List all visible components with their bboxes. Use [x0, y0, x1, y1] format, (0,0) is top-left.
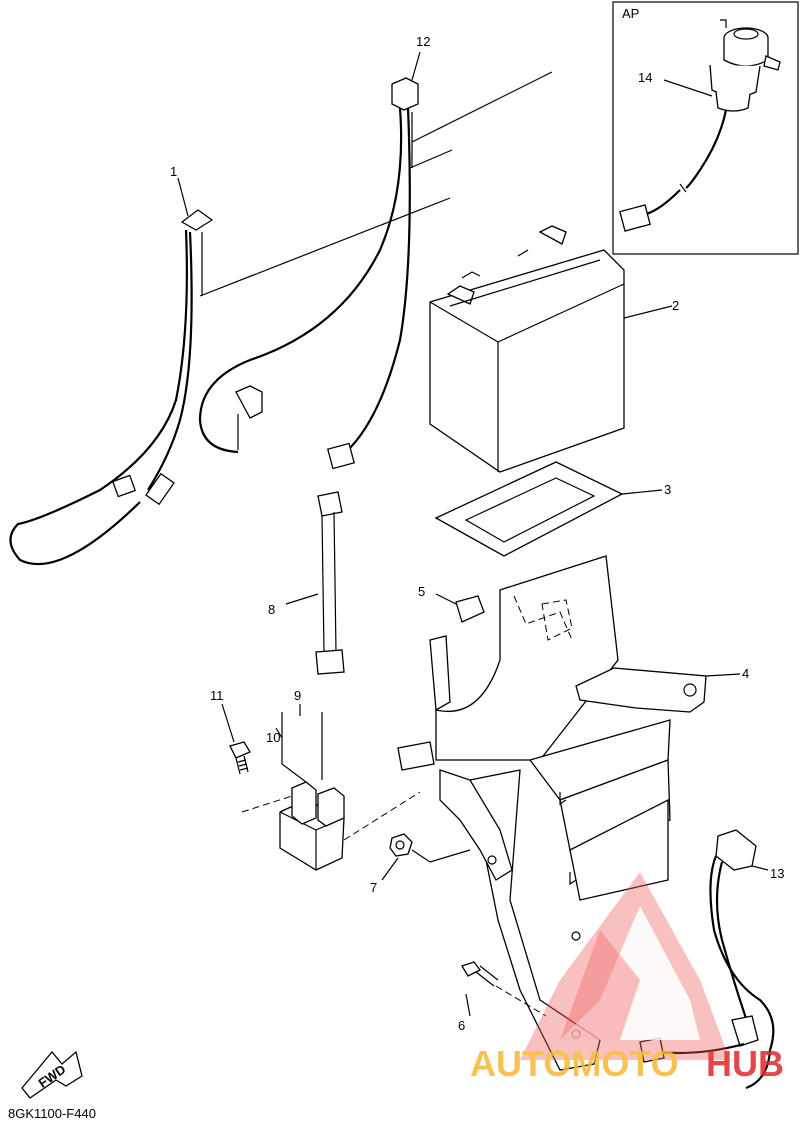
nut-7 — [389, 833, 471, 863]
callout-8: 8 — [268, 602, 275, 617]
guide-lines — [199, 71, 553, 297]
inset-ap: AP — [612, 1, 799, 255]
callout-13: 13 — [770, 866, 784, 881]
leader-lines — [177, 51, 769, 1017]
accessory-socket — [619, 19, 781, 232]
callout-10: 10 — [266, 730, 280, 745]
battery-bracket — [397, 555, 707, 1071]
battery-band — [315, 491, 345, 675]
wire-harness-12 — [198, 77, 419, 470]
fuse-holder — [455, 595, 573, 641]
wire-harness-13 — [639, 829, 775, 1090]
watermark-logo: AUTOMOTO HUB — [470, 872, 784, 1084]
callout-4: 4 — [742, 666, 749, 681]
bolt-11 — [229, 741, 251, 775]
callout-11: 11 — [210, 688, 224, 703]
callout-12: 12 — [416, 34, 430, 49]
fwd-arrow-icon: FWD — [21, 1050, 83, 1099]
callout-7: 7 — [370, 880, 377, 895]
starter-relay — [241, 712, 421, 871]
callout-1: 1 — [170, 164, 177, 179]
callout-2: 2 — [672, 298, 679, 313]
battery — [429, 225, 625, 473]
callout-5: 5 — [418, 584, 425, 599]
diagram-code: 8GK1100-F440 — [8, 1106, 96, 1121]
callout-14: 14 — [638, 70, 652, 85]
battery-mat — [434, 461, 624, 557]
callout-6: 6 — [458, 1018, 465, 1033]
watermark-text-1: AUTOMOTO — [470, 1043, 679, 1084]
watermark-text-2: HUB — [706, 1043, 784, 1084]
inset-label: AP — [622, 6, 639, 21]
bolt-6 — [461, 961, 547, 1017]
callout-9: 9 — [294, 688, 301, 703]
callout-3: 3 — [664, 482, 671, 497]
wire-harness-1 — [9, 209, 214, 566]
